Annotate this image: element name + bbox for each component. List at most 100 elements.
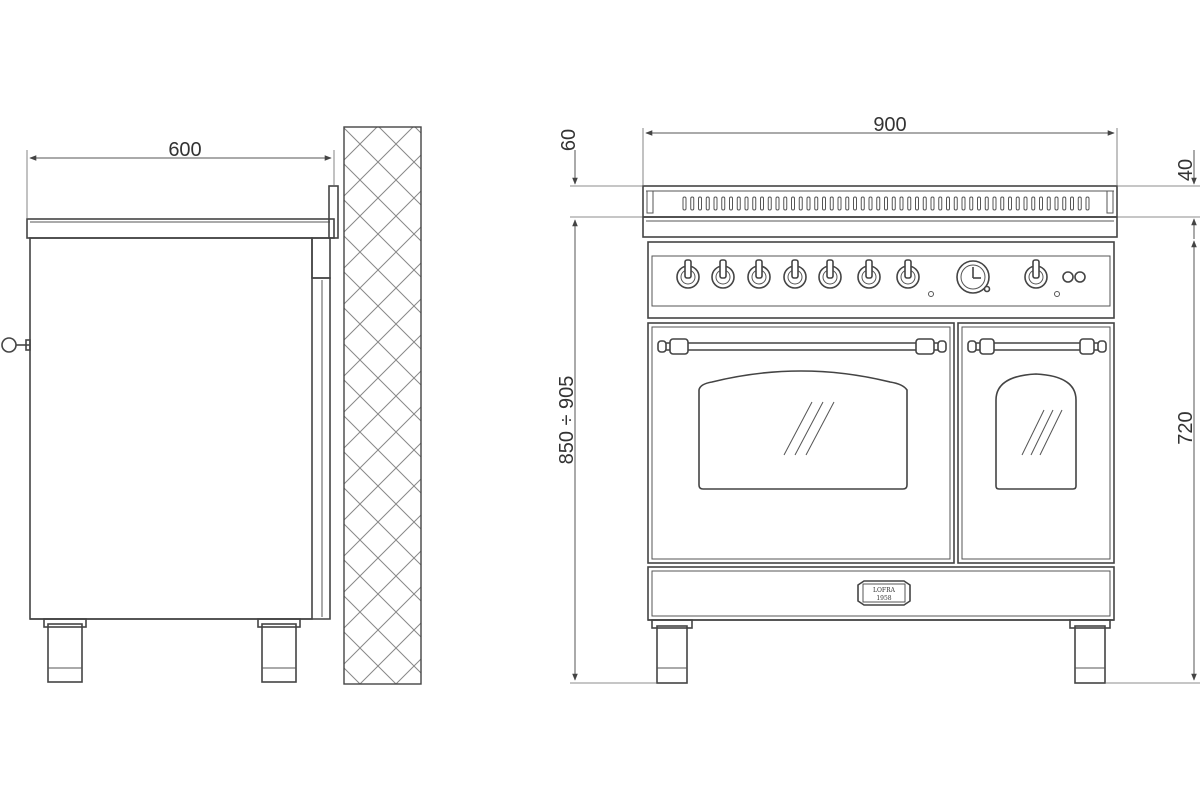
total-height-label: 850 ÷ 905	[556, 376, 578, 465]
vent-slot	[829, 196, 834, 211]
side-handle-icon	[1, 337, 31, 353]
vent-slot	[860, 196, 865, 211]
main-oven-window	[698, 370, 908, 490]
wall-hatch	[343, 126, 422, 685]
main-door-handle	[657, 338, 947, 355]
side-foot-back	[261, 623, 297, 683]
glass-reflection-icon	[783, 401, 835, 456]
front-worktop	[642, 216, 1118, 238]
side-body	[29, 237, 313, 620]
top-gap-label: 60	[558, 129, 580, 151]
indicator-light-icon	[928, 291, 934, 297]
vent-slot	[868, 196, 873, 211]
button-icon	[1062, 271, 1074, 283]
vent-slot	[814, 196, 819, 211]
control-knob-icon	[1024, 259, 1048, 289]
vent-slot	[977, 196, 981, 211]
vent-slot	[775, 196, 780, 211]
control-knob-icon	[857, 259, 881, 289]
vent-slot	[791, 196, 795, 211]
vent-slot	[1039, 196, 1043, 211]
vent-slot	[837, 196, 842, 211]
vent-slot	[969, 196, 974, 211]
button-icon	[1074, 271, 1086, 283]
vent-slot	[984, 196, 989, 211]
vent-slot	[1031, 196, 1036, 211]
vent-slot	[1062, 196, 1067, 211]
vent-slot	[992, 196, 997, 211]
vent-slot	[783, 196, 788, 211]
vent-slot	[822, 196, 826, 211]
vent-slot	[744, 196, 749, 211]
vent-slot	[690, 196, 695, 211]
small-oven-door	[957, 322, 1115, 564]
control-knob-icon	[783, 259, 807, 289]
vent-slot	[915, 196, 919, 211]
small-oven-window	[995, 373, 1077, 490]
hob-height-label: 40	[1175, 159, 1197, 181]
vent-slot	[907, 196, 912, 211]
side-foot-front	[47, 623, 83, 683]
depth-label: 600	[168, 139, 201, 161]
control-knob-icon	[896, 259, 920, 289]
width-label: 900	[873, 114, 906, 136]
vent-slot	[922, 196, 927, 211]
vent-slot	[1054, 196, 1059, 211]
badge-brand: LOFRA	[873, 587, 896, 594]
vent-slot	[729, 196, 733, 211]
vent-slot	[853, 196, 857, 211]
vent-slot	[1008, 196, 1012, 211]
vent-slot	[961, 196, 966, 211]
front-foot-left	[656, 625, 688, 684]
vent-slot	[1085, 196, 1090, 211]
vent-slot	[1023, 196, 1028, 211]
brand-badge: LOFRA 1958	[857, 580, 911, 606]
vent-slot	[767, 196, 772, 211]
vent-slot	[891, 196, 896, 211]
side-view: 600	[1, 126, 422, 685]
vent-slot	[938, 196, 943, 211]
side-backsplash	[328, 185, 339, 239]
control-knob-icon	[818, 259, 842, 289]
vent-slot	[946, 196, 950, 211]
vent-slot	[713, 196, 718, 211]
backguard-vents	[682, 196, 1090, 211]
dimension-top-gap: 60	[558, 129, 643, 187]
vent-slot	[1000, 196, 1005, 211]
vent-slot	[1070, 196, 1074, 211]
dimension-width: 900	[642, 114, 1118, 186]
indicator-light-icon	[1054, 291, 1060, 297]
vent-slot	[1015, 196, 1020, 211]
small-door-handle	[967, 338, 1107, 355]
vent-slot	[760, 196, 764, 211]
vent-slot	[736, 196, 741, 211]
body-height-label: 720	[1175, 411, 1197, 444]
front-foot-right	[1074, 625, 1106, 684]
control-knob-icon	[747, 259, 771, 289]
clock-icon	[956, 260, 991, 294]
dimension-depth: 600	[26, 139, 335, 219]
control-knobs	[676, 259, 1048, 289]
control-knob-icon	[676, 259, 700, 289]
vent-slot	[930, 196, 935, 211]
vent-slot	[752, 196, 757, 211]
badge-year: 1958	[876, 595, 891, 602]
control-panel	[647, 241, 1115, 319]
vent-slot	[698, 196, 702, 211]
vent-slot	[1077, 196, 1082, 211]
vent-slot	[1046, 196, 1051, 211]
vent-slot	[705, 196, 710, 211]
vent-slot	[721, 196, 726, 211]
vent-slot	[899, 196, 904, 211]
vent-slot	[884, 196, 888, 211]
vent-slot	[806, 196, 811, 211]
vent-slot	[876, 196, 881, 211]
main-oven-door	[647, 322, 955, 564]
glass-reflection-icon	[1021, 409, 1063, 456]
dimension-body-height: 720	[1105, 240, 1200, 684]
front-view: LOFRA 1958 900 60 40	[556, 114, 1200, 684]
vent-slot	[845, 196, 850, 211]
vent-slot	[798, 196, 803, 211]
vent-slot	[682, 196, 687, 211]
